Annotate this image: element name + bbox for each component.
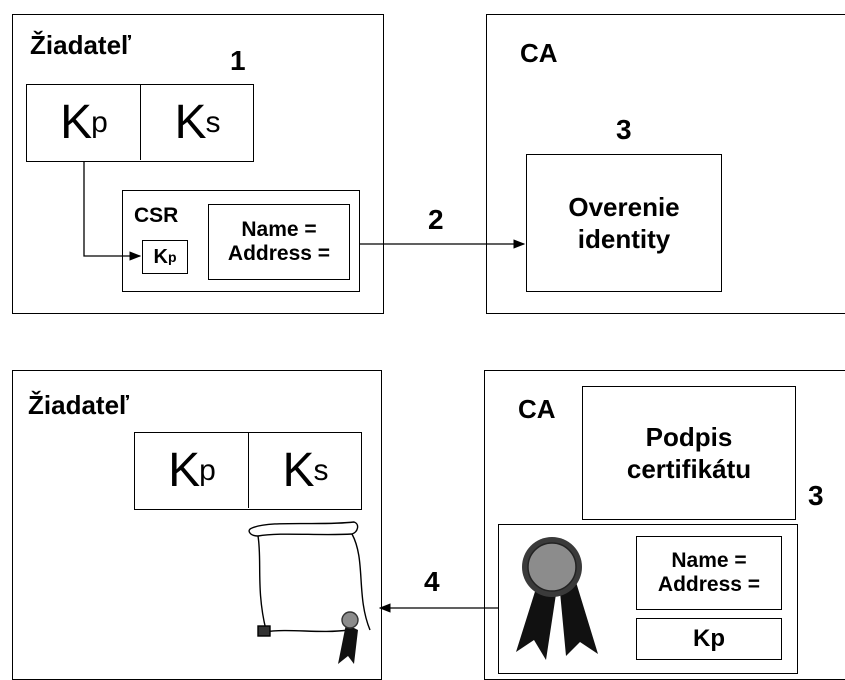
- verify-line-2: identity: [577, 224, 671, 254]
- applicant-label-top: Žiadateľ: [30, 30, 132, 60]
- sign-line-1: Podpis: [645, 422, 733, 452]
- csr-identity-box: Name = Address =: [208, 204, 350, 280]
- identity-verification-box: Overenie identity: [526, 154, 722, 292]
- step-3-label-bottom: 3: [808, 480, 824, 511]
- public-key-subscript: p: [91, 105, 108, 139]
- kp-to-csr-arrow-icon: [83, 162, 142, 261]
- applicant-label-bottom: Žiadateľ: [28, 390, 130, 420]
- step-4-label: 4: [424, 566, 440, 597]
- secret-key-letter: K: [174, 96, 206, 149]
- step-1-label: 1: [230, 45, 246, 76]
- ca-label-bottom: CA: [518, 394, 556, 424]
- certificate-public-key-box: Kp: [636, 618, 782, 660]
- ribbon-seal-icon: [516, 537, 598, 660]
- certificate-key: Kp: [693, 625, 725, 652]
- certificate-signing-box: Podpis certifikátu: [582, 386, 796, 520]
- csr-label: CSR: [134, 204, 179, 227]
- step-3-label-top: 3: [616, 114, 632, 145]
- scroll-certificate-icon: [248, 521, 371, 664]
- certificate-name-line: Name =: [671, 549, 747, 572]
- csr-key-subscript: p: [167, 249, 177, 265]
- secret-key-letter-bottom: K: [282, 444, 314, 497]
- public-key-subscript-bottom: p: [199, 453, 216, 487]
- diagram-overlay: [83, 162, 598, 664]
- sign-line-2: certifikátu: [626, 454, 752, 484]
- public-key-letter-bottom: K: [168, 444, 200, 497]
- applicant-panel-bottom: [12, 370, 382, 680]
- csr-key-letter: K: [153, 245, 168, 268]
- csr-address-line: Address =: [227, 242, 331, 265]
- ca-label-top: CA: [520, 38, 558, 68]
- csr-name-line: Name =: [241, 218, 317, 241]
- public-key-letter: K: [60, 96, 92, 149]
- verify-line-1: Overenie: [568, 192, 680, 222]
- step-2-label: 2: [428, 204, 444, 235]
- certificate-identity-box: Name = Address =: [636, 536, 782, 610]
- secret-key-subscript: s: [205, 105, 221, 139]
- certificate-address-line: Address =: [657, 573, 761, 596]
- secret-key-subscript-bottom: s: [313, 453, 329, 487]
